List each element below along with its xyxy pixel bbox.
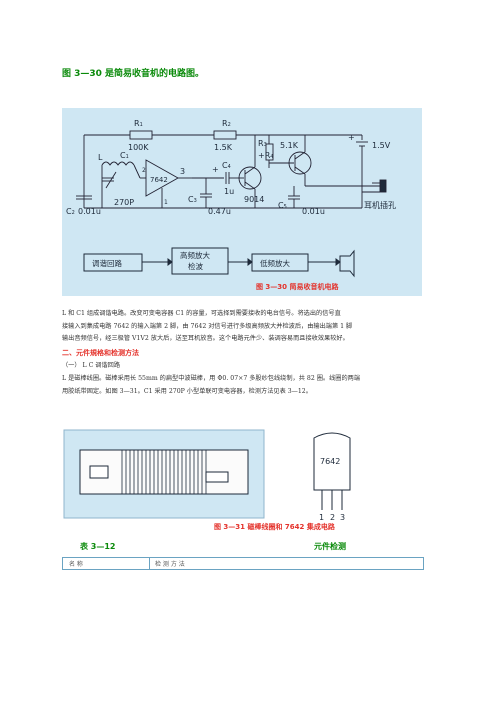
paragraph-1: L 和 C1 组成调谐电路。改变可变电容器 C1 的容量，可选择到需要接收的电台… <box>62 308 434 346</box>
battery-label: 1.5V <box>372 141 391 150</box>
ic-label: 7642 <box>150 176 168 184</box>
table-header-method: 检 测 方 法 <box>155 561 185 568</box>
para2-line: L 是磁棒线圈。磁棒采用长 55mm 的扁型中波磁棒，用 Φ0. 07×7 多股… <box>62 375 361 382</box>
c5-value: 0.01u <box>302 207 325 216</box>
l-label: L <box>98 153 103 162</box>
r1-value: 100K <box>128 143 149 152</box>
c1-label: C1 <box>120 151 129 160</box>
c4-label: C4 <box>222 161 231 170</box>
coil-figure: 7642 1 2 3 <box>62 420 362 530</box>
c2-label: C2 <box>66 207 75 216</box>
para1-line: L 和 C1 组成调谐电路。改变可变电容器 C1 的容量，可选择到需要接收的电台… <box>62 310 341 317</box>
r2-label: R2 <box>222 119 231 128</box>
figure-caption-1: 图 3—30 简易收音机电路 <box>256 283 339 291</box>
jack-label: 耳机插孔 <box>364 200 396 210</box>
para2-line: 用胶纸带固定。如图 3—31。C1 采用 270P 小型单联可变电容器，检测方法… <box>62 387 312 395</box>
block-tuning: 调谐回路 <box>92 258 122 268</box>
paragraph-2: L 是磁棒线圈。磁棒采用长 55mm 的扁型中波磁棒，用 Φ0. 07×7 多股… <box>62 373 434 398</box>
table-header-name: 名 称 <box>69 561 83 568</box>
coil-and-ic-diagram: 7642 1 2 3 <box>63 429 351 522</box>
circuit-diagram: R1 100K R2 1.5K R3 5.1K +R4 C4 7642 3 2 … <box>66 119 396 278</box>
c4-plus: + <box>212 165 219 174</box>
chip-pin-1: 1 <box>319 513 324 522</box>
r1-label: R1 <box>134 119 143 128</box>
page-title: 图 3—30 是简易收音机的电路图。 <box>62 69 205 79</box>
c4-value: 1u <box>224 187 234 196</box>
battery-plus: + <box>348 133 355 142</box>
chip-pin-2: 2 <box>330 513 335 522</box>
block-af-amp: 低频放大 <box>260 258 290 268</box>
table-header-row: 名 称 检 测 方 法 <box>62 557 424 570</box>
table-label: 表 3—12 <box>80 542 116 551</box>
ic-pin3: 3 <box>180 167 185 176</box>
r4-label: +R4 <box>258 151 273 160</box>
r3-label: R3 <box>258 139 267 148</box>
c5-label: C5 <box>278 201 287 210</box>
c3-label: C3 <box>188 195 197 204</box>
c3-value: 0.47u <box>208 207 231 216</box>
c2-value: 0.01u <box>78 207 101 216</box>
c1-value: 270P <box>114 198 134 207</box>
para1-line: 输出音频信号，经三极管 V1V2 放大后，送至耳机放音。这个电路元件少、装调容易… <box>62 335 349 342</box>
figure-caption-2: 图 3—31 磁棒线圈和 7642 集成电路 <box>214 523 335 531</box>
r3-value: 5.1K <box>280 141 299 150</box>
para1-line: 接输入到集成电路 7642 的输入端第 2 脚，由 7642 对信号进行多级高频… <box>62 322 353 330</box>
block-detect: 检波 <box>188 261 203 271</box>
block-rf-amp: 高频放大 <box>180 250 210 260</box>
chip-label: 7642 <box>320 457 340 466</box>
table-title: 元件检测 <box>314 542 346 551</box>
table-divider <box>149 558 150 569</box>
transistor-label: 9014 <box>244 195 264 204</box>
ic-pin2: 2 <box>142 167 146 174</box>
subsection-title: （一） L C 调谐回路 <box>62 362 121 369</box>
ic-pin1: 1 <box>164 199 168 206</box>
chip-pin-3: 3 <box>340 513 345 522</box>
circuit-figure: R1 100K R2 1.5K R3 5.1K +R4 C4 7642 3 2 … <box>62 108 422 296</box>
section-title: 二、元件規格和检测方法 <box>62 349 139 357</box>
r2-value: 1.5K <box>214 143 233 152</box>
